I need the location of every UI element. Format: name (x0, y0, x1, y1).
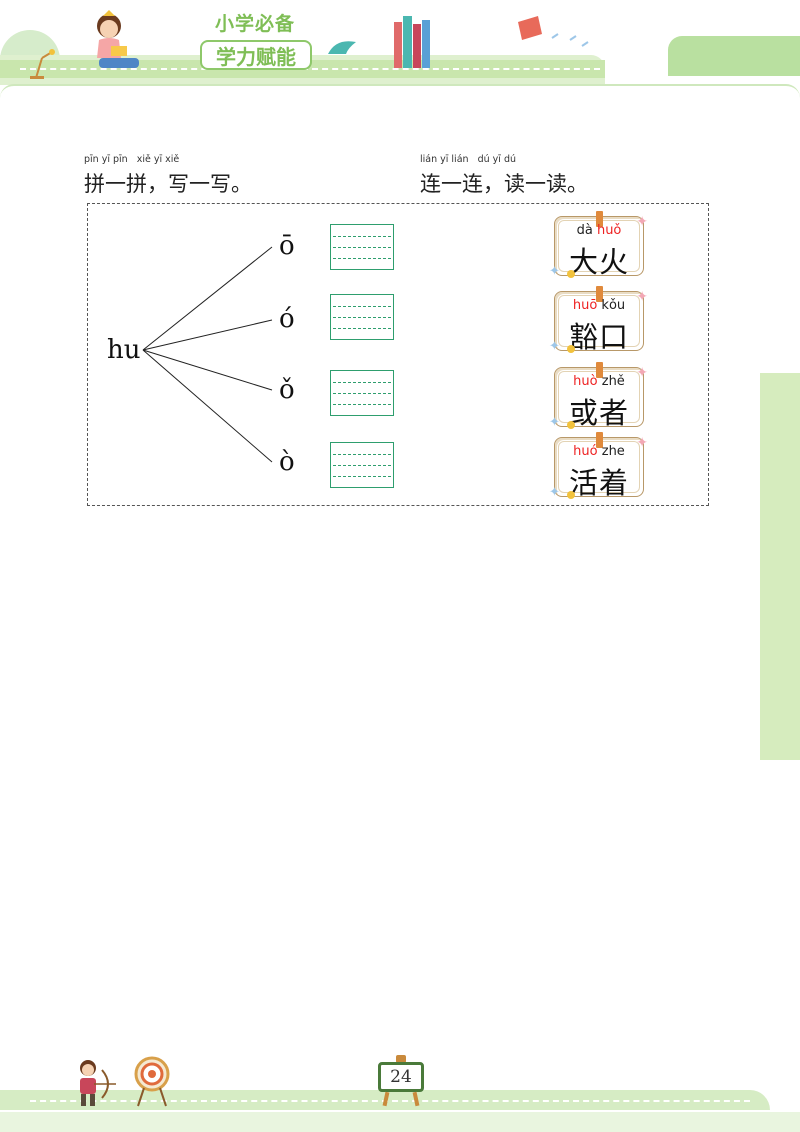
vowel-3: ǒ (279, 375, 295, 405)
card-hanzi: 豁口 (568, 320, 629, 354)
writing-grid-2[interactable] (330, 294, 394, 340)
word-card-3[interactable]: huò zhě 或者 ✦ ✦ (549, 362, 648, 430)
word-card-1[interactable]: dà huǒ 大火 ✦ ✦ (549, 211, 648, 279)
footer-bottom (0, 1112, 800, 1132)
card-pinyin-part-a: huō (572, 298, 598, 313)
pink-star-icon: ✦ (636, 289, 648, 305)
vowel-1: ō (279, 231, 295, 261)
target-icon (134, 1056, 170, 1107)
syllable-stem: hu (107, 335, 141, 365)
blue-star-icon: ✦ (549, 485, 560, 500)
writing-grid-1[interactable] (330, 224, 394, 270)
card-tag (596, 286, 603, 302)
pink-star-icon: ✦ (636, 365, 648, 381)
footer-dash (30, 1100, 750, 1102)
header-dash (20, 68, 600, 70)
section2-title: 连一连，读一读。 (420, 172, 588, 196)
leaf-icon (328, 41, 356, 54)
connector-lines (142, 246, 273, 463)
section1-pinyin: pīn yī pīn xiě yī xiě (84, 154, 180, 165)
card-hanzi: 或者 (568, 396, 629, 430)
writing-grid-3[interactable] (330, 370, 394, 416)
vowel-2: ó (279, 304, 295, 334)
card-tag (596, 432, 603, 448)
card-tag (596, 362, 603, 378)
card-tag (596, 211, 603, 227)
header-curve (0, 84, 800, 100)
archer-boy-icon (80, 1060, 116, 1106)
card-dot (567, 270, 575, 278)
card-pinyin: huò zhě (555, 374, 643, 389)
section1-title: 拼一拼，写一写。 (84, 172, 252, 196)
blue-star-icon: ✦ (549, 415, 560, 430)
header-tab (668, 36, 800, 76)
word-card-4[interactable]: huó zhe 活着 ✦ ✦ (549, 432, 648, 500)
card-pinyin: dà huǒ (555, 223, 643, 238)
right-side-tab (760, 373, 800, 760)
flying-book-icon (518, 16, 589, 47)
card-pinyin-part-b: zhe (597, 444, 625, 459)
card-pinyin: huó zhe (555, 444, 643, 459)
card-pinyin: huō kǒu (555, 298, 643, 313)
card-hanzi: 大火 (568, 245, 629, 279)
card-dot (567, 421, 575, 429)
pink-star-icon: ✦ (636, 435, 648, 451)
card-dot (567, 345, 575, 353)
word-card-2[interactable]: huō kǒu 豁口 ✦ ✦ (549, 286, 648, 354)
header-badge-top: 小学必备 (205, 12, 305, 36)
books-icon (394, 16, 430, 68)
card-pinyin-part-b: zhě (597, 374, 625, 389)
card-pinyin-part-a: huò (573, 374, 598, 389)
card-dot (567, 491, 575, 499)
vowel-4: ò (279, 447, 295, 477)
writing-grid-4[interactable] (330, 442, 394, 488)
card-pinyin-part-b: huǒ (596, 223, 622, 238)
exercise-box (87, 203, 709, 506)
header-badge-bottom: 学力赋能 (200, 40, 312, 70)
easel-top (396, 1055, 406, 1063)
lamp-icon (30, 49, 55, 79)
card-pinyin-part-a: huó (573, 444, 598, 459)
card-pinyin-part-a: dà (576, 223, 597, 238)
pink-star-icon: ✦ (636, 214, 648, 230)
card-pinyin-part-b: kǒu (597, 298, 626, 313)
blue-star-icon: ✦ (549, 264, 560, 279)
section2-pinyin: lián yī lián dú yī dú (420, 154, 517, 165)
card-hanzi: 活着 (568, 466, 629, 500)
girl-reading-icon (97, 10, 139, 68)
blue-star-icon: ✦ (549, 339, 560, 354)
page-number: 24 (378, 1062, 424, 1092)
